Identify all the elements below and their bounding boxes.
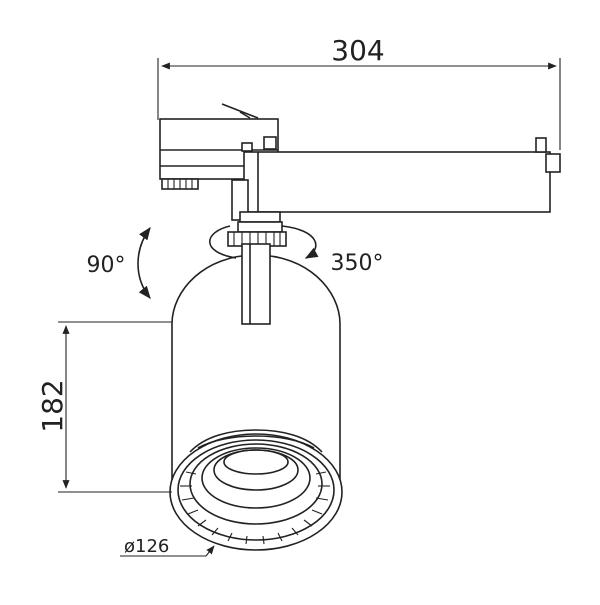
- pan-rotation: 350°: [208, 225, 384, 276]
- tilt-rotation: 90°: [87, 226, 151, 300]
- track-adapter: [159, 103, 279, 190]
- width-label: 304: [331, 34, 384, 67]
- tilt-label: 90°: [87, 253, 126, 278]
- diameter-dimension: ø126: [120, 536, 215, 557]
- pan-label: 350°: [331, 251, 384, 276]
- height-dimension: 182: [36, 321, 172, 493]
- diameter-label: ø126: [124, 536, 169, 557]
- driver-box: [243, 137, 561, 213]
- front-bezel: [169, 429, 343, 551]
- height-label: 182: [36, 379, 69, 432]
- lamp-body: [171, 243, 341, 493]
- width-dimension: 304: [157, 34, 561, 150]
